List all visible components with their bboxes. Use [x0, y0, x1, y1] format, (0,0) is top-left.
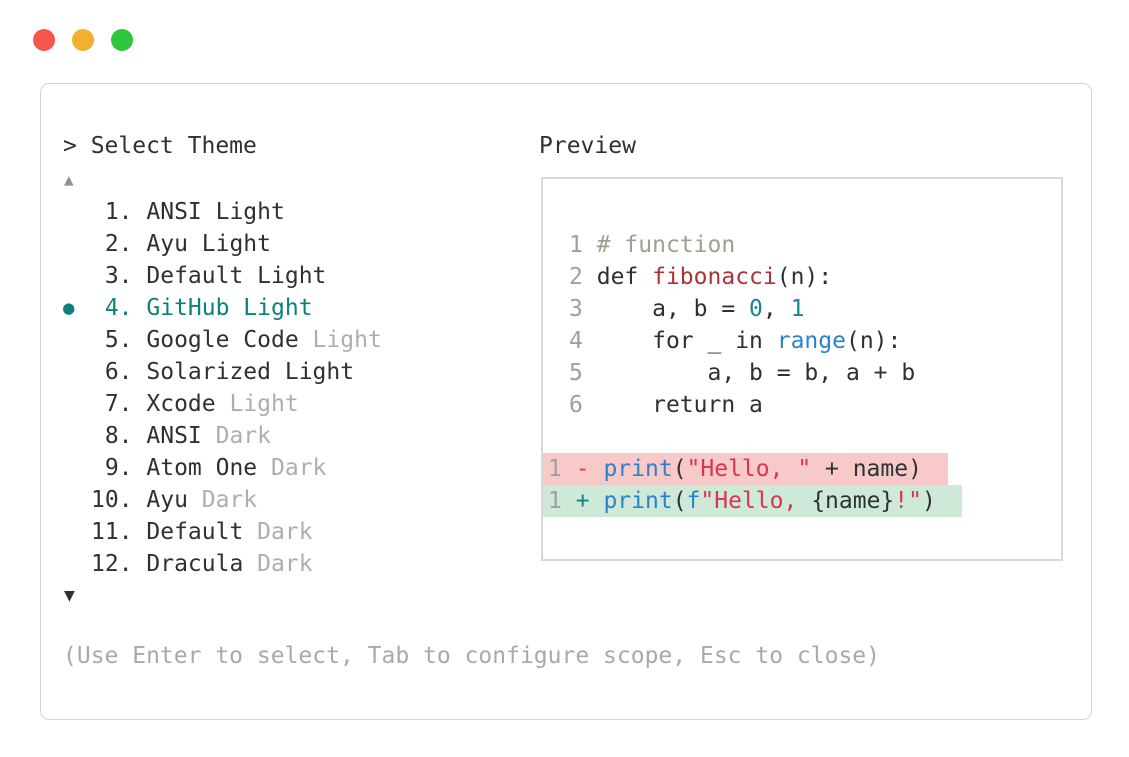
theme-label: Ayu Light: [146, 231, 271, 257]
code-line: 2 def fibonacci(n):: [569, 264, 833, 290]
code-line: 6 return a: [569, 392, 763, 418]
selected-bullet-icon: ●: [63, 297, 75, 319]
scroll-down-icon[interactable]: ▼: [64, 585, 75, 606]
scroll-up-icon[interactable]: ▲: [64, 170, 74, 189]
theme-label: Xcode Light: [146, 391, 299, 417]
diff-removed-highlight: 1 - print("Hello, " + name): [543, 453, 948, 485]
diff-line-removed: 1 - print("Hello, " + name): [543, 453, 1061, 485]
select-theme-prompt: > Select Theme: [63, 133, 257, 159]
theme-option-1[interactable]: 1. ANSI Light: [63, 196, 382, 228]
diff-line-added: 1 + print(f"Hello, {name}!"): [543, 485, 1061, 517]
theme-number: 9.: [104, 455, 133, 481]
diff-added-highlight: 1 + print(f"Hello, {name}!"): [543, 485, 962, 517]
blank-line: [543, 421, 1061, 453]
theme-number: 11.: [91, 519, 133, 545]
theme-label: Dracula Dark: [146, 551, 313, 577]
minimize-button[interactable]: [72, 29, 94, 51]
theme-number: 1.: [104, 199, 133, 225]
theme-option-3[interactable]: 3. Default Light: [63, 260, 382, 292]
theme-label: ANSI Light: [146, 199, 285, 225]
theme-option-6[interactable]: 6. Solarized Light: [63, 356, 382, 388]
theme-list: 1. ANSI Light 2. Ayu Light 3. Default Light ● 4…: [63, 196, 382, 580]
theme-number: 3.: [104, 263, 133, 289]
theme-option-4[interactable]: ● 4. GitHub Light: [63, 292, 382, 324]
theme-number: 12.: [91, 551, 133, 577]
theme-number: 4.: [104, 295, 133, 321]
window-controls: [33, 29, 133, 51]
theme-number: 7.: [104, 391, 133, 417]
bullet-spacer: [63, 420, 91, 452]
bullet-spacer: [63, 356, 91, 388]
theme-number: 6.: [104, 359, 133, 385]
code-line: 5 a, b = b, a + b: [569, 360, 916, 386]
bullet-spacer: [63, 484, 91, 516]
code-line: 1 # function: [569, 232, 736, 258]
bullet-spacer: [63, 516, 91, 548]
zoom-button[interactable]: [111, 29, 133, 51]
theme-option-2[interactable]: 2. Ayu Light: [63, 228, 382, 260]
theme-label: Default Light: [146, 263, 327, 289]
bullet-spacer: [63, 548, 91, 580]
theme-label: Atom One Dark: [146, 455, 327, 481]
code-line: 3 a, b = 0, 1: [569, 296, 805, 322]
bullet-spacer: [63, 324, 91, 356]
theme-number: 2.: [104, 231, 133, 257]
bullet-spacer: [63, 452, 91, 484]
theme-option-9[interactable]: 9. Atom One Dark: [63, 452, 382, 484]
preview-title: Preview: [539, 133, 636, 159]
theme-label: ANSI Dark: [146, 423, 272, 449]
code-line: 4 for _ in range(n):: [569, 328, 902, 354]
theme-label: Google Code Light: [146, 327, 382, 353]
theme-option-7[interactable]: 7. Xcode Light: [63, 388, 382, 420]
theme-option-5[interactable]: 5. Google Code Light: [63, 324, 382, 356]
preview-pane: 1 # function 2 def fibonacci(n): 3 a, b = …: [541, 177, 1063, 561]
bullet-spacer: [63, 196, 91, 228]
theme-option-12[interactable]: 12. Dracula Dark: [63, 548, 382, 580]
theme-label: Solarized Light: [146, 359, 355, 385]
bullet-spacer: [63, 228, 91, 260]
bullet-spacer: [63, 260, 91, 292]
bullet-spacer: [63, 388, 91, 420]
help-text: (Use Enter to select, Tab to configure s…: [63, 643, 880, 669]
preview-code: 1 # function 2 def fibonacci(n): 3 a, b = …: [543, 179, 1061, 517]
theme-number: 5.: [104, 327, 133, 353]
close-button[interactable]: [33, 29, 55, 51]
theme-picker-dialog: > Select Theme Preview ▲ 1. ANSI Light 2. A…: [40, 83, 1092, 720]
theme-label: Default Dark: [146, 519, 313, 545]
theme-label: GitHub Light: [146, 295, 313, 321]
theme-option-10[interactable]: 10. Ayu Dark: [63, 484, 382, 516]
theme-number: 8.: [104, 423, 133, 449]
theme-option-8[interactable]: 8. ANSI Dark: [63, 420, 382, 452]
theme-label: Ayu Dark: [146, 487, 258, 513]
theme-number: 10.: [91, 487, 133, 513]
theme-option-11[interactable]: 11. Default Dark: [63, 516, 382, 548]
